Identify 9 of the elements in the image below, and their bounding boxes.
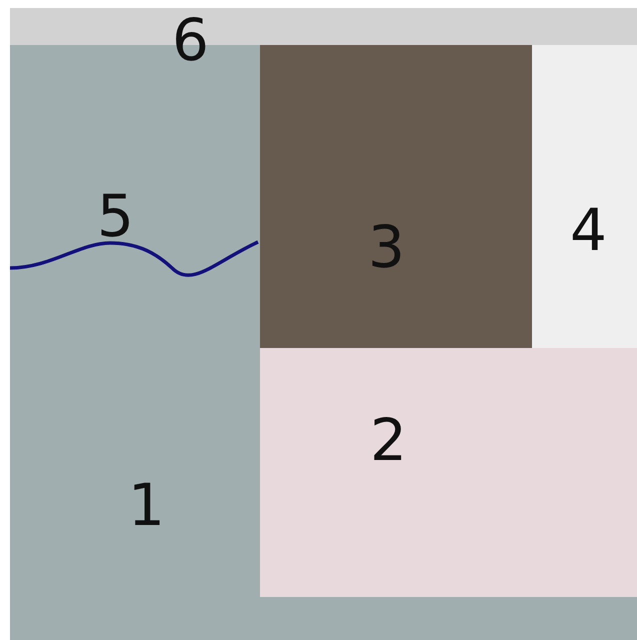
region-number: 4 — [570, 200, 607, 260]
region-number: 1 — [128, 475, 165, 535]
region-number: 6 — [172, 10, 209, 70]
region-number: 3 — [368, 217, 405, 277]
region-number: 2 — [370, 410, 407, 470]
region-number: 5 — [97, 186, 134, 246]
region — [260, 348, 637, 597]
region — [532, 45, 637, 348]
region — [260, 45, 532, 348]
